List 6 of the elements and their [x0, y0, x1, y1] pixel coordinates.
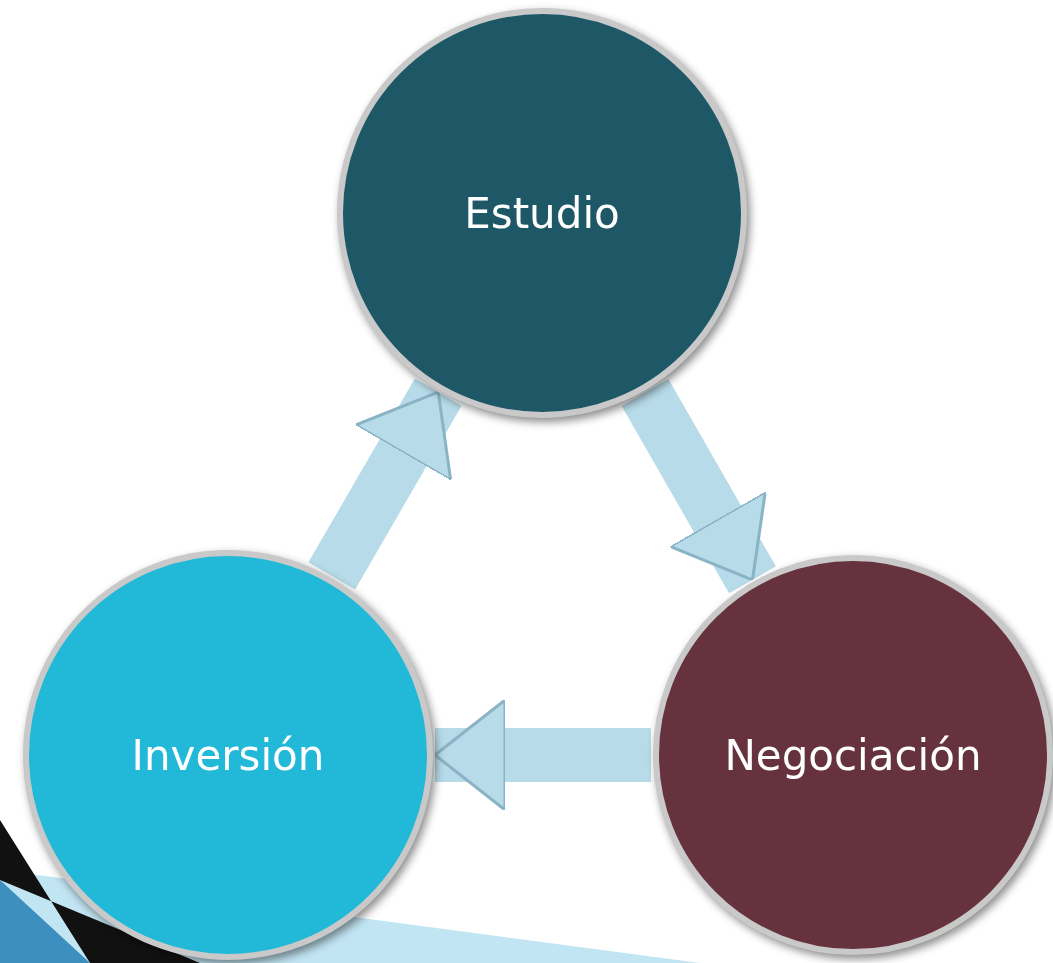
circle-label: Negociación — [724, 730, 982, 780]
block-arrow — [621, 379, 776, 594]
circle-label: Estudio — [464, 188, 620, 238]
circle-label: Inversión — [131, 730, 325, 780]
block-arrow — [308, 378, 462, 590]
block-arrow — [433, 698, 651, 812]
